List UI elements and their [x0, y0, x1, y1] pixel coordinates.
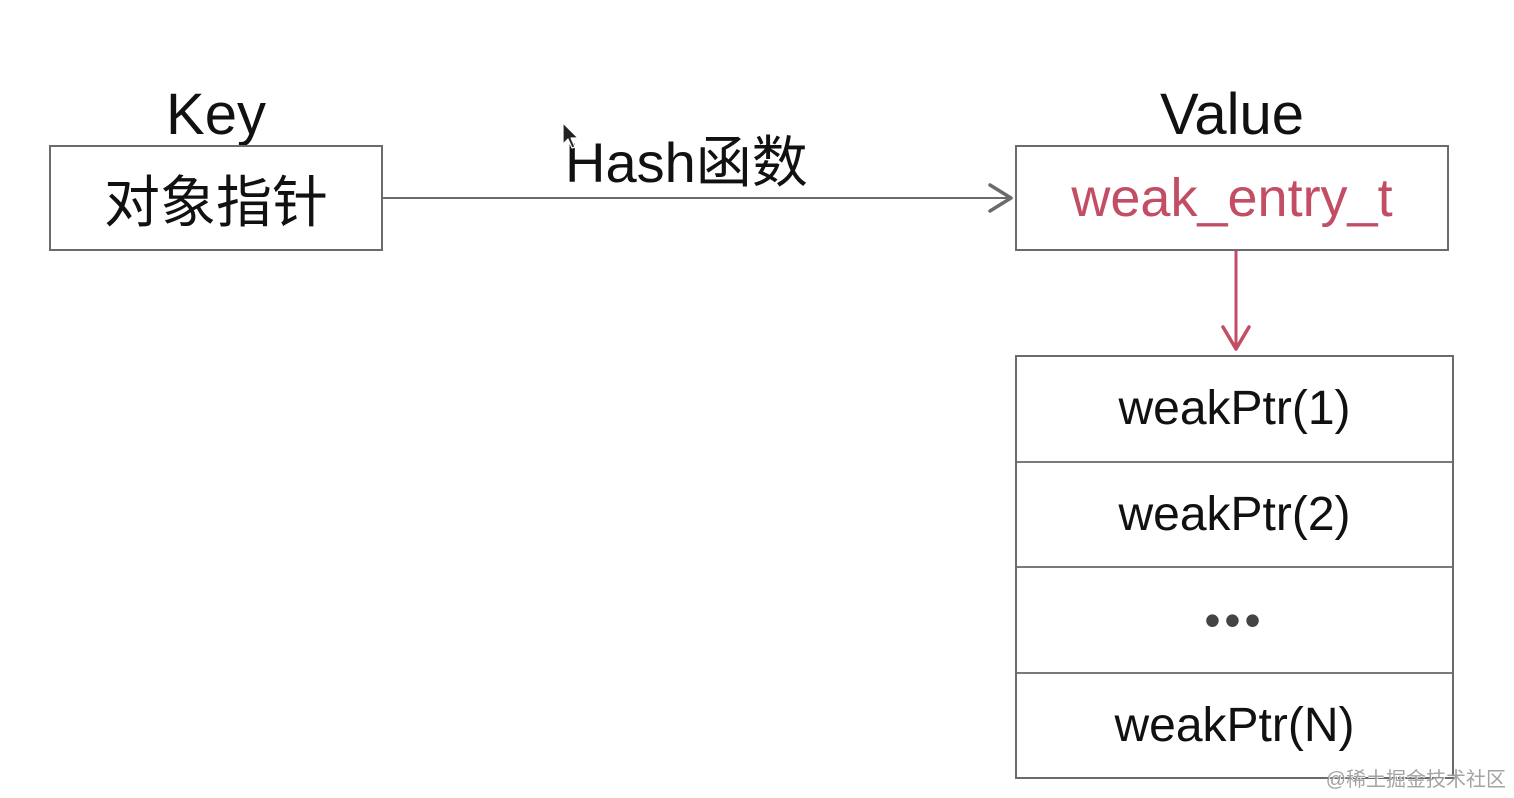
hash-arrow-head	[988, 183, 1013, 213]
weak-pointer-label: weakPtr(N)	[1114, 698, 1355, 752]
value-title: Value	[1159, 82, 1305, 147]
key-title: Key	[166, 82, 266, 147]
mouse-pointer-icon	[562, 122, 579, 149]
ellipsis-label: •••	[1204, 593, 1265, 646]
key-box-label: 对象指针	[104, 170, 328, 234]
weak-pointer-row-1: weakPtr(1)	[1017, 357, 1452, 461]
entry-arrow-head	[1221, 325, 1251, 351]
value-box-label: weak_entry_t	[1071, 168, 1393, 228]
weak-pointer-list: weakPtr(1) weakPtr(2) ••• weakPtr(N)	[1015, 355, 1454, 779]
value-box: weak_entry_t	[1015, 145, 1449, 251]
key-box: 对象指针	[49, 145, 383, 251]
weak-pointer-row-n: weakPtr(N)	[1017, 671, 1452, 778]
watermark-text: @稀土掘金技术社区	[1325, 769, 1506, 791]
weak-pointer-label: weakPtr(1)	[1118, 382, 1351, 436]
weak-pointer-row-2: weakPtr(2)	[1017, 460, 1452, 567]
weak-pointer-ellipsis-row: •••	[1017, 566, 1452, 672]
hash-function-label: Hash函数	[565, 131, 808, 194]
weak-pointer-label: weakPtr(2)	[1118, 487, 1351, 541]
